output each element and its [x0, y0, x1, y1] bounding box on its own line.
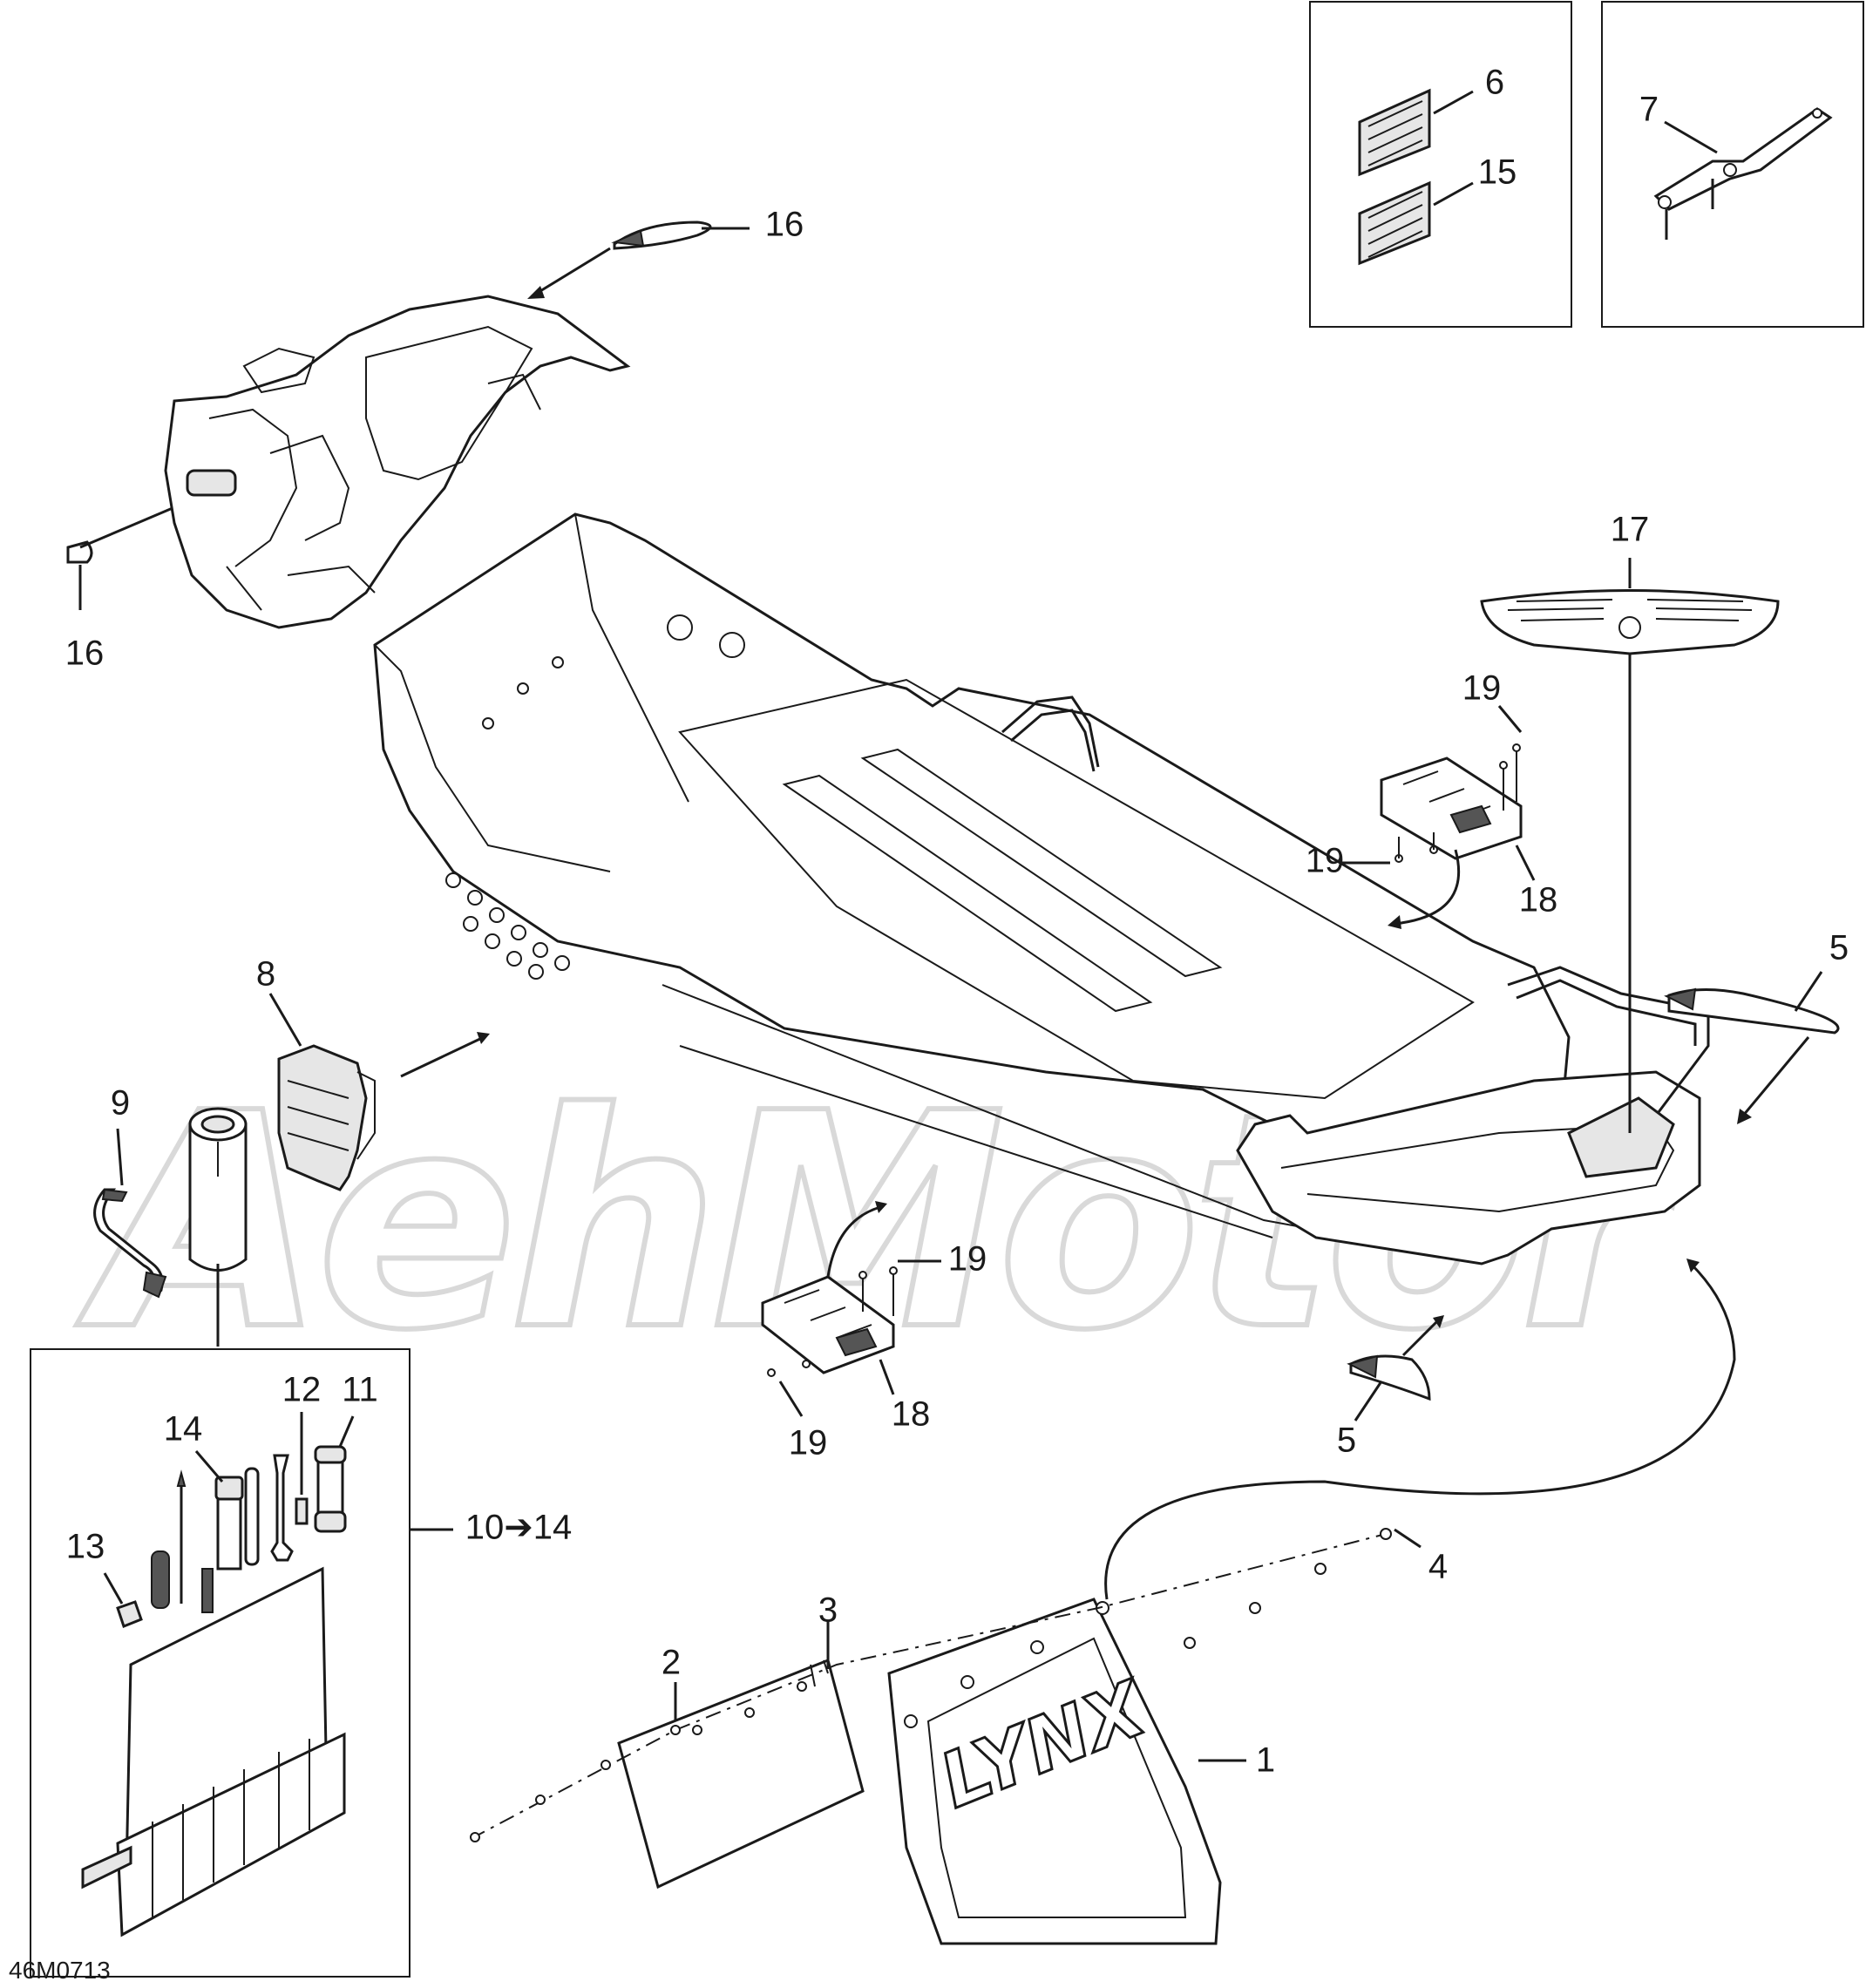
part-14-socket: [201, 1476, 244, 1613]
callout-10-14: 10➔14: [465, 1509, 573, 1547]
callout-19-lower-left: 19: [789, 1424, 828, 1462]
callout-13: 13: [66, 1528, 105, 1566]
callout-3: 3: [818, 1591, 838, 1630]
callout-16-left: 16: [65, 634, 105, 673]
part-17-decal: [1480, 589, 1780, 655]
callout-5-lower: 5: [1337, 1421, 1356, 1460]
part-18-bracket-upper: [1380, 757, 1523, 860]
callout-6: 6: [1485, 64, 1504, 102]
part-7-bracket: [1653, 107, 1833, 240]
callout-18-upper: 18: [1519, 881, 1558, 919]
callout-17: 17: [1611, 511, 1650, 549]
callout-15: 15: [1478, 153, 1517, 192]
wrench-tools: [244, 1454, 294, 1566]
part-3-plate: [617, 1658, 865, 1890]
tool-pouch: [81, 1566, 346, 1937]
callout-14: 14: [164, 1410, 203, 1449]
inset-box-tool-kit: [30, 1348, 411, 1978]
inset-box-decals: [1309, 1, 1572, 328]
callout-4: 4: [1428, 1548, 1448, 1586]
part-16-trim-left: [66, 540, 93, 564]
callout-12: 12: [282, 1371, 322, 1409]
callout-1: 1: [1256, 1741, 1275, 1780]
inset-box-bracket: [1601, 1, 1864, 328]
part-13-clip: [116, 1600, 143, 1628]
hardware-bolts: [470, 1528, 1392, 1842]
part-18-bracket-lower: [761, 1275, 895, 1374]
part-8-cover: [277, 1044, 376, 1191]
callout-8: 8: [256, 955, 275, 994]
part-9-strap: [93, 1188, 167, 1299]
part-5-trim-right: [1664, 987, 1840, 1035]
console-assembly: [164, 295, 631, 629]
part-1-mud-flap: LYNX: [887, 1598, 1222, 1945]
callout-18-lower: 18: [892, 1395, 931, 1434]
chassis-frame: [373, 512, 1710, 1265]
part-6-grille: [1358, 88, 1431, 177]
callout-9: 9: [111, 1084, 130, 1123]
part-15-grille: [1358, 180, 1431, 266]
callout-5-right: 5: [1829, 929, 1849, 967]
callout-19-lower-right: 19: [948, 1240, 987, 1279]
part-16-trim-top: [611, 221, 712, 250]
callout-2: 2: [662, 1644, 681, 1682]
part-12-tool: [295, 1497, 309, 1525]
part-11-socket: [314, 1445, 347, 1533]
callout-11: 11: [342, 1371, 378, 1409]
callout-19-upper-right: 19: [1462, 669, 1502, 708]
callout-19-upper-left: 19: [1306, 842, 1345, 880]
frame-holes: [445, 614, 745, 980]
screwdriver-tool: [151, 1469, 187, 1609]
callout-7: 7: [1639, 91, 1659, 129]
tool-bag: [188, 1107, 248, 1272]
callout-16-top: 16: [765, 206, 804, 244]
drawing-code: 46M0713: [9, 1957, 111, 1984]
